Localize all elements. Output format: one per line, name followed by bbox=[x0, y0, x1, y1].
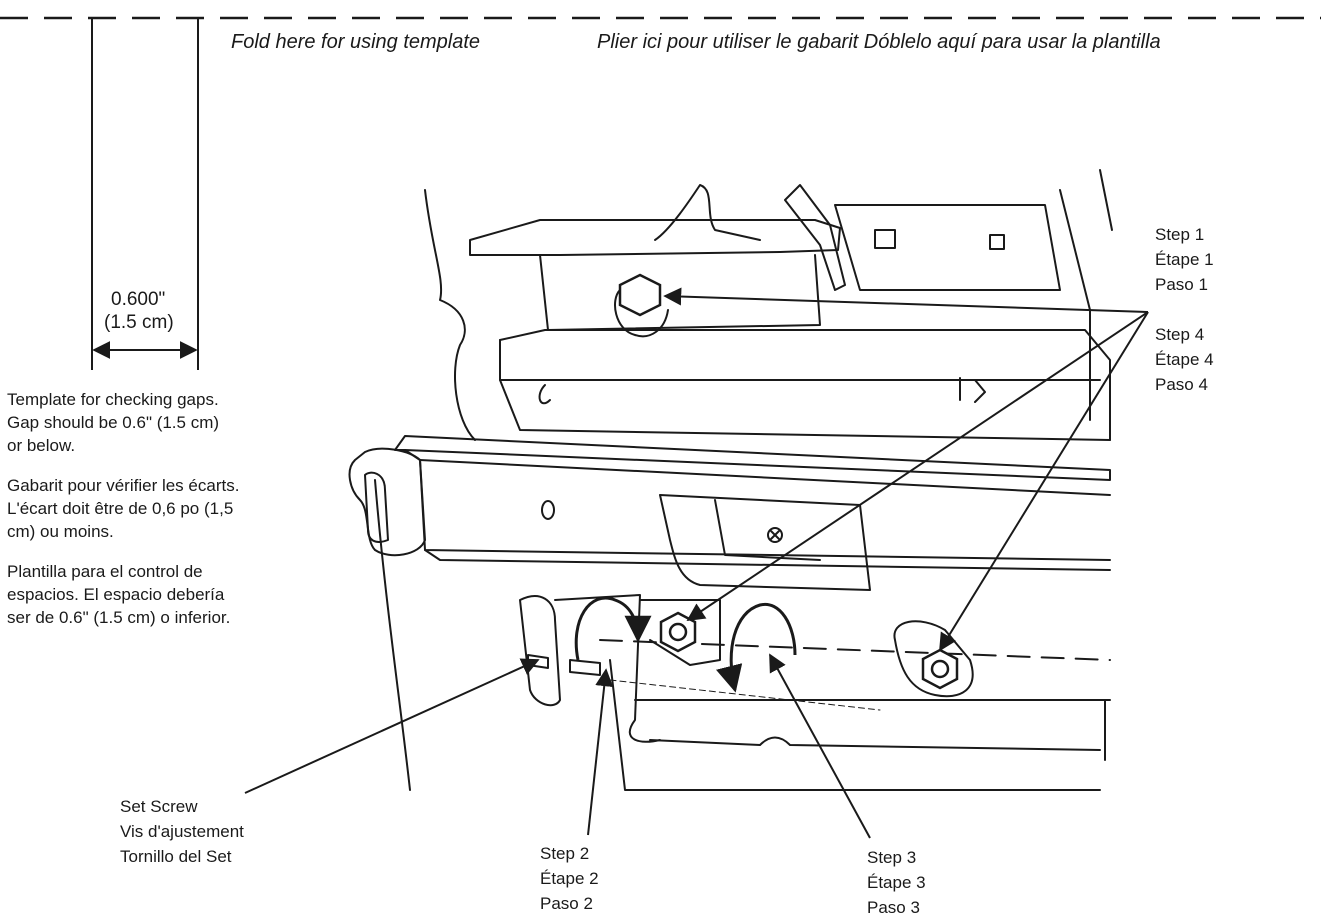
template-text-es: Plantilla para el control de espacios. E… bbox=[7, 562, 231, 627]
gauge-cm: (1.5 cm) bbox=[104, 312, 174, 333]
callout-step3: Step 3 Étape 3 Paso 3 bbox=[867, 848, 926, 917]
template-text-en: Template for checking gaps. Gap should b… bbox=[7, 390, 220, 455]
callout-step1: Step 1 Étape 1 Paso 1 bbox=[1155, 225, 1214, 294]
template-text-fr: Gabarit pour vérifier les écarts. L'écar… bbox=[7, 476, 240, 541]
hex-bolts bbox=[618, 273, 959, 690]
fold-instruction-fr-es: Plier ici pour utiliser le gabarit Dóble… bbox=[597, 31, 1161, 53]
callout-step2: Step 2 Étape 2 Paso 2 bbox=[540, 844, 599, 913]
fold-instruction-en: Fold here for using template bbox=[231, 31, 481, 53]
gauge-inches: 0.600" bbox=[111, 289, 166, 310]
rotation-arrows bbox=[574, 596, 797, 693]
gap-gauge bbox=[91, 18, 199, 370]
printer-frame bbox=[348, 169, 1113, 791]
callout-step4: Step 4 Étape 4 Paso 4 bbox=[1155, 325, 1214, 394]
callout-set-screw: Set Screw Vis d'ajustement Tornillo del … bbox=[120, 797, 244, 866]
leader-lines bbox=[244, 287, 1149, 839]
